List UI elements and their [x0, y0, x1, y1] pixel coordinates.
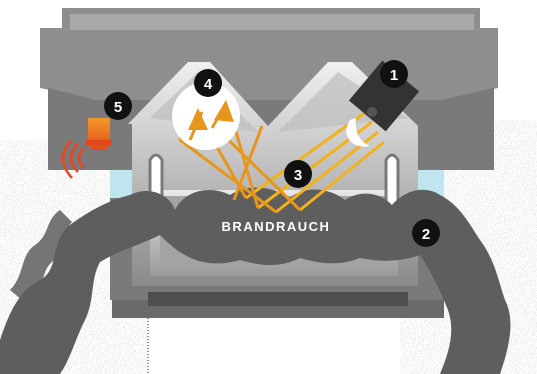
marker-2: 2	[412, 219, 440, 247]
alarm-led-icon	[86, 118, 112, 150]
marker-5-number: 5	[114, 99, 122, 116]
marker-1: 1	[380, 60, 408, 88]
marker-3-number: 3	[294, 167, 302, 184]
smoke-label: BRANDRAUCH	[222, 219, 331, 234]
light-beams	[245, 110, 385, 214]
marker-3: 3	[284, 160, 312, 188]
marker-2-number: 2	[422, 226, 430, 243]
smoke-plume	[0, 187, 511, 374]
signal-waves-icon	[61, 139, 85, 179]
photo-sensor-icon	[172, 82, 240, 150]
marker-4: 4	[194, 69, 222, 97]
marker-4-number: 4	[204, 76, 213, 93]
marker-5: 5	[104, 92, 132, 120]
marker-1-number: 1	[390, 67, 398, 84]
